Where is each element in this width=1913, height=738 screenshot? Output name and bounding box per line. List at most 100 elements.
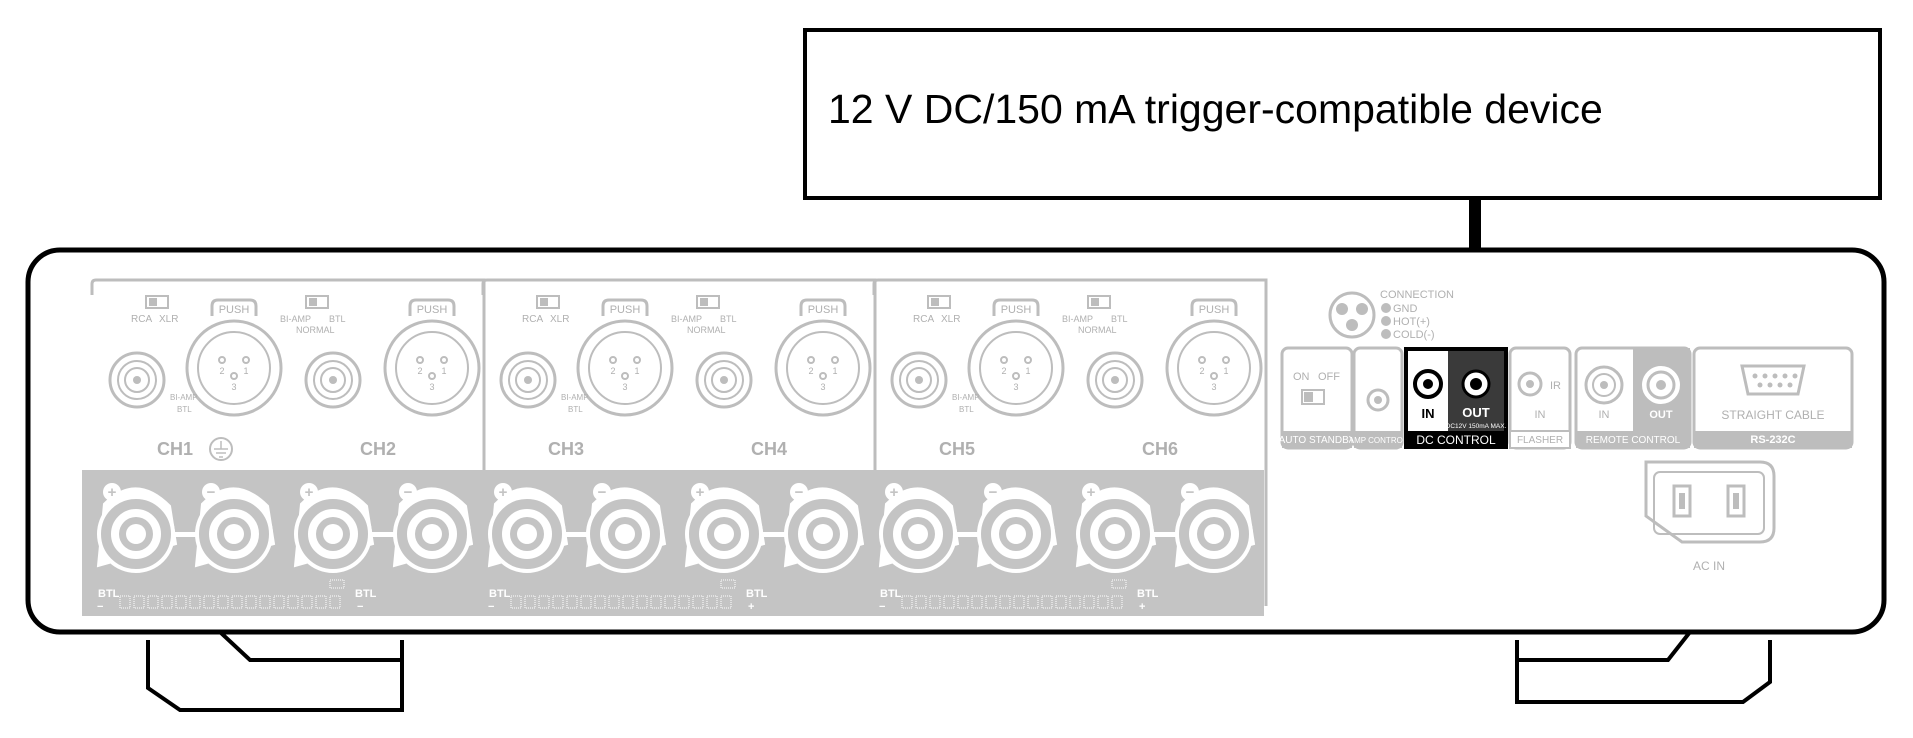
btl-marking-a: BTL: [98, 588, 120, 600]
device-box: [803, 28, 1882, 200]
btl-minus: −: [97, 601, 103, 613]
bi-amp-btl-label-2: BTL: [568, 405, 583, 414]
dc-control-in-jack[interactable]: [1413, 369, 1443, 399]
btl-label: BTL: [720, 314, 737, 324]
amp-control-jack[interactable]: [1366, 388, 1390, 412]
channel-label-1: CH1: [157, 439, 193, 459]
xlr-label: XLR: [159, 314, 178, 325]
xlr-label: XLR: [941, 314, 960, 325]
channel-label-3: CH3: [548, 439, 584, 459]
plus-sign: +: [696, 484, 705, 501]
xlr-jack-b[interactable]: [774, 319, 872, 417]
dc-control-in-label: IN: [1422, 406, 1435, 421]
bi-amp-label: BI-AMP: [1062, 314, 1093, 324]
dc-control-label: DC CONTROL: [1416, 433, 1496, 447]
minus-sign: −: [989, 484, 998, 501]
pin2-label: 2: [1001, 366, 1006, 376]
section-frame: [872, 278, 1268, 606]
pin1-label: 1: [832, 366, 837, 376]
bi-amp-label: BI-AMP: [280, 314, 311, 324]
dc-control-out-label: OUT: [1462, 405, 1490, 420]
left-foot: [146, 630, 404, 712]
xlr-jack-a[interactable]: [185, 319, 283, 417]
btl-minus: −: [879, 601, 885, 613]
xlr-jack-b[interactable]: [1165, 319, 1263, 417]
mode-select-switch[interactable]: [696, 295, 720, 309]
rca-jack-b[interactable]: [1086, 351, 1144, 409]
btl-label: BTL: [1111, 314, 1128, 324]
mode-select-switch[interactable]: [1087, 295, 1111, 309]
pin3-label: 3: [1211, 382, 1216, 392]
btl-marking-b: BTL: [746, 588, 768, 600]
plus-sign: +: [305, 484, 314, 501]
pin1-dot-icon: [1356, 303, 1368, 315]
rca-jack-b[interactable]: [695, 351, 753, 409]
amp-control-section: AMP CONTROL: [1349, 346, 1408, 450]
bi-amp-btl-label-2: BTL: [959, 405, 974, 414]
xlr-label: XLR: [550, 314, 569, 325]
xlr-jack-a[interactable]: [967, 319, 1065, 417]
auto-standby-switch[interactable]: [1301, 389, 1325, 405]
btl-plus: +: [1139, 601, 1145, 613]
remote-in-jack[interactable]: [1584, 365, 1624, 405]
pin2-label: 2: [808, 366, 813, 376]
push-label: PUSH: [1001, 304, 1032, 316]
xlr-jack-b[interactable]: [383, 319, 481, 417]
push-label: PUSH: [808, 304, 839, 316]
minus-sign: −: [207, 484, 216, 501]
rca-jack-a[interactable]: [499, 351, 557, 409]
bi-amp-btl-label-2: BTL: [177, 405, 192, 414]
pin2-dot-icon: [1336, 303, 1348, 315]
minus-sign: −: [598, 484, 607, 501]
minus-sign: −: [404, 484, 413, 501]
connection-cold: COLD(-): [1393, 329, 1435, 341]
normal-label: NORMAL: [1078, 325, 1117, 335]
remote-out-label: OUT: [1649, 409, 1673, 421]
connection-hot: HOT(+): [1393, 316, 1430, 328]
rca-jack-b[interactable]: [304, 351, 362, 409]
input-select-switch[interactable]: [536, 295, 560, 309]
input-select-switch[interactable]: [145, 295, 169, 309]
pin1-label: 1: [1223, 366, 1228, 376]
xlr-pinout-icon: [1328, 291, 1376, 339]
remote-control-label: REMOTE CONTROL: [1586, 435, 1681, 446]
pin1-label: 1: [634, 366, 639, 376]
normal-label: NORMAL: [296, 325, 335, 335]
bi-amp-label: BI-AMP: [671, 314, 702, 324]
auto-standby-section: ON OFF AUTO STANDBY: [1279, 346, 1356, 450]
ground-icon: [209, 437, 233, 461]
connection-title: CONNECTION: [1380, 289, 1454, 301]
flasher-section: IR IN FLASHER: [1508, 346, 1572, 450]
ac-in-section: AC IN: [1644, 460, 1776, 573]
btl-marking-b: BTL: [1137, 588, 1159, 600]
plus-sign: +: [890, 484, 899, 501]
pin1-label: 1: [441, 366, 446, 376]
input-select-switch[interactable]: [927, 295, 951, 309]
external-device-callout: 12 V DC/150 mA trigger-compatible device: [803, 28, 1882, 388]
remote-control-section: IN OUT REMOTE CONTROL: [1574, 346, 1692, 450]
rca-jack-a[interactable]: [108, 351, 166, 409]
connection-gnd: GND: [1393, 303, 1418, 315]
push-label: PUSH: [1199, 304, 1230, 316]
ac-in-socket[interactable]: [1644, 460, 1776, 544]
rs232c-port[interactable]: [1740, 364, 1806, 396]
rca-jack-a[interactable]: [890, 351, 948, 409]
auto-standby-off: OFF: [1318, 371, 1340, 383]
rs232c-section: STRAIGHT CABLE RS-232C: [1692, 346, 1854, 450]
pin3-label: 3: [622, 382, 627, 392]
btl-marking-a: BTL: [489, 588, 511, 600]
rca-label: RCA: [522, 314, 543, 325]
section-frame: [481, 278, 877, 606]
bi-amp-btl-label: BI-AMP: [952, 393, 980, 402]
channel-label-5: CH5: [939, 439, 975, 459]
pin2-label: 2: [1199, 366, 1204, 376]
channel-label-6: CH6: [1142, 439, 1178, 459]
xlr-jack-a[interactable]: [576, 319, 674, 417]
btl-minus: −: [488, 601, 494, 613]
pin2-label: 2: [219, 366, 224, 376]
mode-select-switch[interactable]: [305, 295, 329, 309]
flasher-jack[interactable]: [1517, 371, 1543, 397]
